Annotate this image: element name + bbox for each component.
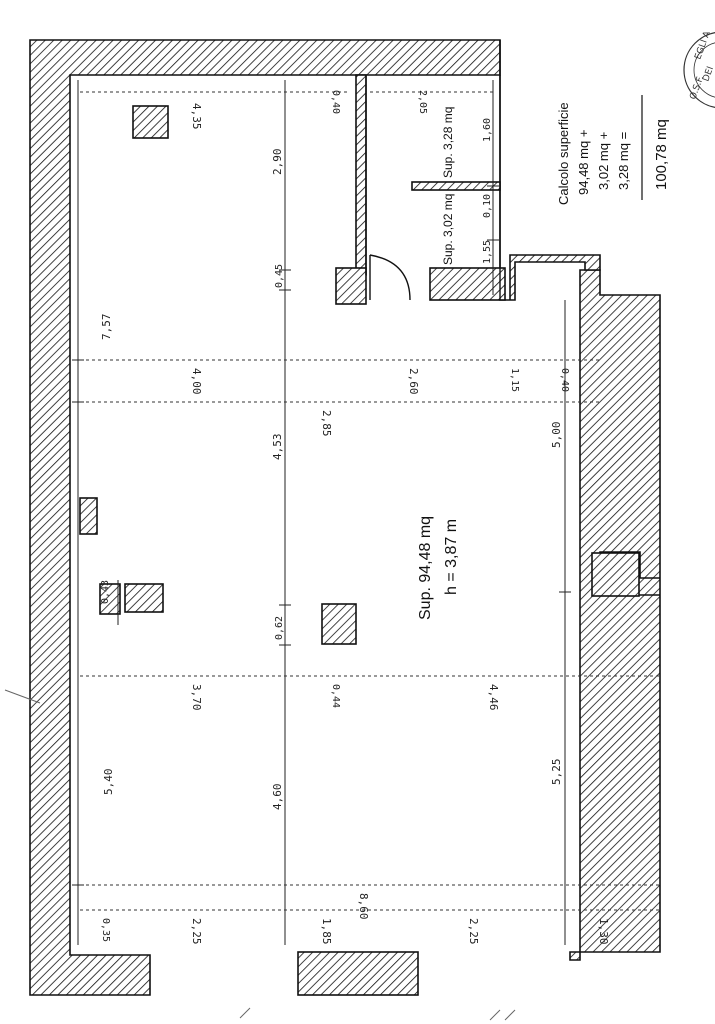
dim-130: 1,30 — [597, 918, 610, 945]
calc-total: 100,78 mq — [653, 119, 670, 190]
wall-bottom-b — [569, 269, 661, 961]
dimension-labels: 7,57 2,90 0,45 4,53 0,62 4,60 5,40 0,43 … — [100, 90, 610, 945]
dim-285: 2,85 — [320, 410, 333, 437]
dim-370: 3,70 — [190, 684, 203, 711]
wall-bottom-a — [297, 951, 419, 996]
dim-225b: 2,25 — [467, 918, 480, 945]
dim-043: 0,43 — [100, 580, 111, 604]
dim-115: 1,15 — [509, 368, 520, 392]
room-b-area-label: Sup. 3,28 mq — [441, 107, 455, 178]
calc-line1: 94,48 mq + — [576, 130, 591, 195]
exterior-walls — [29, 39, 661, 996]
dim-453: 4,53 — [271, 434, 284, 461]
wall-notch — [99, 583, 121, 615]
dim-155: 1,55 — [482, 240, 493, 264]
main-area-label: Sup. 94,48 mq — [417, 516, 434, 620]
door-jamb-left — [335, 267, 367, 305]
dim-435: 4,35 — [190, 103, 203, 130]
dim-525: 5,25 — [550, 759, 563, 786]
dim-260: 2,60 — [407, 368, 420, 395]
surface-calculation: Calcolo superficie 94,48 mq + 3,02 mq + … — [556, 95, 670, 205]
door-jamb-right — [429, 267, 506, 301]
dim-062: 0,62 — [274, 616, 285, 640]
dim-045: 0,45 — [274, 264, 285, 288]
dim-205: 2,05 — [417, 90, 428, 114]
stamp-text-1: EGLI A — [693, 29, 713, 61]
dim-446: 4,46 — [487, 684, 500, 711]
wall-niche — [79, 497, 98, 535]
dim-035: 0,35 — [100, 918, 111, 942]
dim-860: 8,60 — [357, 893, 370, 920]
dim-040a: 0,40 — [330, 90, 341, 114]
dimension-lines — [72, 80, 660, 945]
pillar-3 — [321, 603, 357, 645]
dim-540: 5,40 — [102, 769, 115, 796]
calc-title: Calcolo superficie — [556, 102, 571, 205]
scan-marks — [4, 689, 516, 1021]
room-labels: Sup. 94,48 mq h = 3,87 m Sup. 3,02 mq Su… — [417, 107, 460, 620]
calc-line3: 3,28 mq = — [616, 132, 631, 190]
dim-460: 4,60 — [271, 784, 284, 811]
calc-line2: 3,02 mq + — [596, 132, 611, 190]
height-label: h = 3,87 m — [443, 519, 460, 595]
official-stamp: EGLI A DEI O.S.F. — [683, 29, 715, 108]
divider-wall — [411, 181, 501, 191]
stamp-text-3: O.S.F. — [688, 74, 706, 101]
dim-290: 2,90 — [271, 149, 284, 176]
door-swing — [369, 254, 411, 301]
stamp-text-2: DEI — [701, 65, 715, 83]
room-a-area-label: Sup. 3,02 mq — [441, 194, 455, 265]
partition-wall — [355, 74, 367, 276]
dim-160: 1,60 — [482, 118, 493, 142]
pillars — [124, 105, 640, 645]
pillar-4 — [591, 552, 640, 597]
dim-010: 0,10 — [482, 194, 493, 218]
dim-225a: 2,25 — [190, 918, 203, 945]
dim-400: 4,00 — [190, 368, 203, 395]
dim-757: 7,57 — [100, 314, 113, 341]
dim-040b: 0,40 — [559, 368, 570, 392]
pillar-2 — [124, 583, 164, 613]
dim-044: 0,44 — [330, 684, 341, 708]
dim-185: 1,85 — [320, 918, 333, 945]
pillar-1 — [132, 105, 169, 139]
dim-500: 5,00 — [550, 422, 563, 449]
